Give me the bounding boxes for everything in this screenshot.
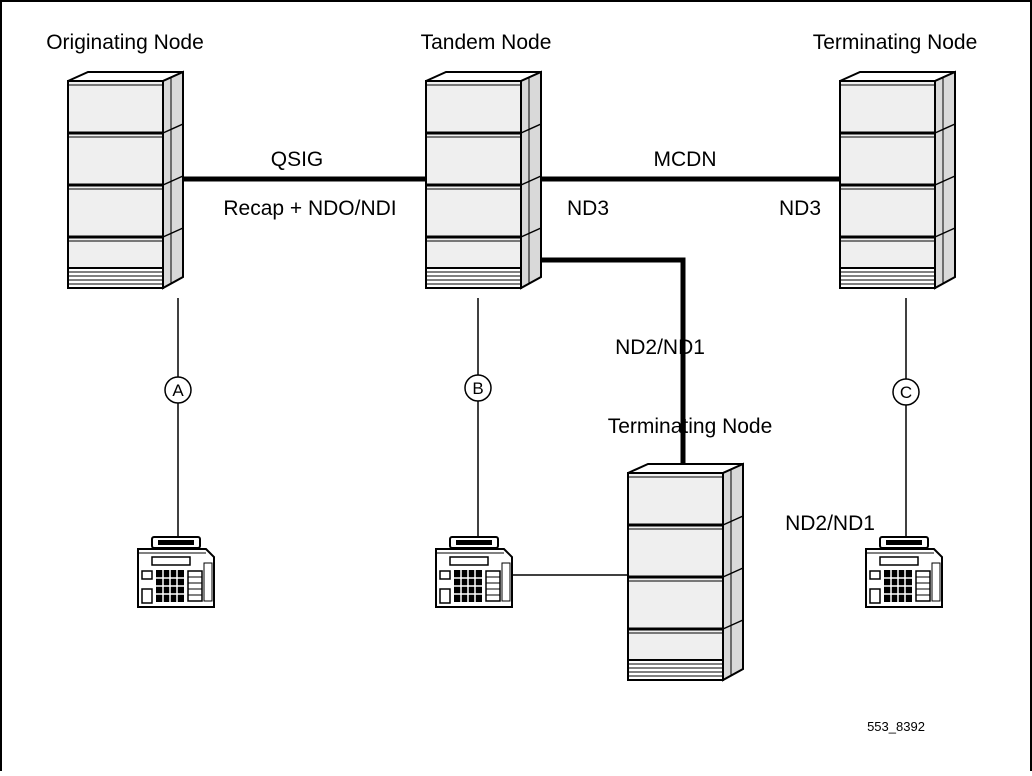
qsig-label: QSIG (271, 148, 324, 171)
terminating-node-bottom-cabinet (626, 462, 745, 682)
originating-node-label: Originating Node (46, 31, 204, 54)
telephone-a-icon (137, 536, 215, 608)
marker-b: B (464, 374, 492, 402)
figure-id: 553_8392 (867, 719, 925, 734)
telephone-c-icon (865, 536, 943, 608)
svg-text:B: B (472, 379, 483, 398)
marker-a: A (164, 376, 192, 404)
trunk-links (178, 176, 840, 463)
telephone-b-icon (435, 536, 513, 608)
originating-node-cabinet (66, 70, 185, 290)
tandem-node-label: Tandem Node (421, 31, 552, 54)
nd3-right-label: ND3 (779, 197, 821, 220)
nd2nd1-right-label: ND2/ND1 (785, 512, 875, 535)
svg-text:C: C (900, 383, 912, 402)
terminating-node-right-label: Terminating Node (813, 31, 978, 54)
terminating-node-right-cabinet (838, 70, 957, 290)
nd3-left-label: ND3 (567, 197, 609, 220)
nd2nd1-link (538, 257, 686, 463)
terminating-node-bottom-label: Terminating Node (608, 415, 773, 438)
nd2nd1-mid-label: ND2/ND1 (615, 336, 705, 359)
station-lines (177, 298, 907, 576)
tandem-node-cabinet (424, 70, 543, 290)
svg-text:A: A (172, 381, 184, 400)
recap-ndo-ndi-label: Recap + NDO/NDI (223, 197, 396, 220)
mcdn-label: MCDN (654, 148, 717, 171)
marker-c: C (892, 378, 920, 406)
